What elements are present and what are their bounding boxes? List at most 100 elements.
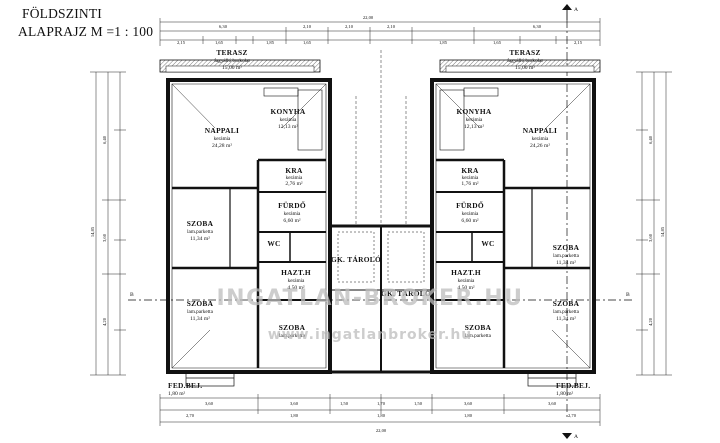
entrance-left bbox=[185, 371, 235, 387]
dim-top-r2-e: 1,85 bbox=[439, 40, 448, 46]
dim-bottom-r2-a: 2,70 bbox=[186, 413, 195, 419]
room-label-terasz-left: TERASZ fagyálló burkolat 15,00 m² bbox=[214, 48, 250, 71]
svg-text:kerámia: kerámia bbox=[284, 211, 301, 217]
svg-text:1,80 m²: 1,80 m² bbox=[168, 391, 186, 397]
dim-top-total: 22,00 bbox=[363, 15, 374, 21]
interior-walls-right bbox=[436, 87, 590, 368]
room-label-szoba3-left: SZOBA lam.parketta bbox=[279, 323, 306, 339]
svg-text:11,34 m²: 11,34 m² bbox=[556, 260, 576, 266]
watermark: INGATLAN-BROKER.HU www.ingatlanbroker.hu bbox=[216, 286, 523, 343]
svg-text:4,50 m²: 4,50 m² bbox=[457, 285, 475, 291]
dim-top-r1-d: 2,10 bbox=[387, 24, 396, 30]
svg-text:24,26 m²: 24,26 m² bbox=[530, 143, 550, 149]
svg-text:SZOBA: SZOBA bbox=[553, 243, 580, 252]
dim-top-r2-c: 1,85 bbox=[266, 40, 275, 46]
dim-left-b: 3,60 bbox=[102, 233, 108, 242]
room-label-furdo-right: FÜRDŐ kerámia 6,60 m² bbox=[456, 200, 483, 224]
svg-text:KONYHA: KONYHA bbox=[270, 107, 305, 116]
svg-text:kerámia: kerámia bbox=[532, 136, 549, 142]
room-label-nappali-right: NAPPALI kerámia 24,26 m² bbox=[523, 126, 557, 149]
svg-text:fagyálló burkolat: fagyálló burkolat bbox=[214, 57, 250, 64]
svg-text:SZOBA: SZOBA bbox=[187, 299, 214, 308]
section-mark-a-bottom-label: A bbox=[574, 434, 578, 440]
room-label-szoba3-right: SZOBA lam.parketta bbox=[465, 323, 492, 339]
svg-text:FED.BEJ.: FED.BEJ. bbox=[168, 381, 202, 390]
svg-text:12,13 m²: 12,13 m² bbox=[464, 124, 484, 130]
dim-top-r1-a: 6,30 bbox=[219, 24, 228, 30]
dim-top-r2-b: 1,65 bbox=[215, 40, 224, 46]
room-label-kra-left: KRA kerámia 2,76 m² bbox=[285, 166, 303, 187]
entrance-right bbox=[527, 371, 577, 387]
room-label-wc-left: WC bbox=[267, 239, 280, 248]
dim-bottom-r1-c: 1,50 bbox=[340, 401, 349, 407]
svg-text:lam.parketta: lam.parketta bbox=[553, 253, 579, 259]
svg-text:kerámia: kerámia bbox=[214, 136, 231, 142]
dim-top-r1-e: 6,30 bbox=[533, 24, 542, 30]
svg-text:HAZT.H: HAZT.H bbox=[451, 268, 481, 277]
svg-text:kerámia: kerámia bbox=[280, 117, 297, 123]
dim-top-r1-c: 2,10 bbox=[345, 24, 354, 30]
svg-text:kerámia: kerámia bbox=[462, 175, 479, 181]
svg-text:SZOBA: SZOBA bbox=[553, 299, 580, 308]
dim-bottom-r2-c: 1,80 bbox=[377, 413, 386, 419]
watermark-sub: www.ingatlanbroker.hu bbox=[268, 327, 473, 343]
room-label-nappali-left: NAPPALI kerámia 24,28 m² bbox=[205, 126, 239, 149]
dim-right-b: 3,60 bbox=[648, 233, 654, 242]
svg-text:SZOBA: SZOBA bbox=[187, 219, 214, 228]
room-label-gk-right: GK. TÁROLÓ bbox=[381, 288, 431, 298]
terrace-canopy-left bbox=[159, 59, 321, 73]
room-label-furdo-left: FÜRDŐ kerámia 6,60 m² bbox=[278, 200, 306, 224]
outer-walls bbox=[166, 78, 596, 374]
watermark-main: INGATLAN-BROKER.HU bbox=[216, 286, 523, 311]
svg-text:4,50 m²: 4,50 m² bbox=[287, 285, 305, 291]
svg-text:kerámia: kerámia bbox=[288, 278, 305, 284]
svg-text:SZOBA: SZOBA bbox=[465, 323, 492, 332]
side-dimension-lines bbox=[90, 71, 672, 376]
svg-text:15,00 m²: 15,00 m² bbox=[515, 65, 535, 71]
room-label-gk-left: GK. TÁROLÓ bbox=[331, 254, 381, 264]
svg-text:TERASZ: TERASZ bbox=[509, 48, 540, 57]
svg-text:11,34 m²: 11,34 m² bbox=[190, 236, 210, 242]
section-mark-b-right: B bbox=[626, 292, 630, 298]
room-label-konyha-left: KONYHA kerámia 12,13 m² bbox=[270, 107, 305, 130]
dim-bottom-r2-d: 1,80 bbox=[464, 413, 473, 419]
dim-top-r2-a: 2,15 bbox=[177, 40, 186, 46]
svg-text:lam.parketta: lam.parketta bbox=[187, 229, 213, 235]
svg-text:11,34 m²: 11,34 m² bbox=[190, 316, 210, 322]
section-mark-b-left: B bbox=[130, 292, 134, 298]
svg-text:kerámia: kerámia bbox=[462, 211, 479, 217]
svg-text:FÜRDŐ: FÜRDŐ bbox=[278, 200, 306, 210]
plan-title-line1: FÖLDSZINTI bbox=[22, 6, 102, 21]
room-label-fedbej-right: FED.BEJ. 1,80 m² bbox=[556, 381, 590, 397]
svg-text:TERASZ: TERASZ bbox=[216, 48, 247, 57]
svg-text:KRA: KRA bbox=[461, 166, 479, 175]
dim-bottom-r1-f: 3,60 bbox=[464, 401, 473, 407]
svg-text:2,76 m²: 2,76 m² bbox=[285, 181, 303, 187]
room-label-kra-right: KRA kerámia 1,76 m² bbox=[461, 166, 479, 187]
svg-text:6,60 m²: 6,60 m² bbox=[283, 218, 301, 224]
svg-text:SZOBA: SZOBA bbox=[279, 323, 306, 332]
dim-bottom-total: 22,00 bbox=[376, 428, 387, 434]
dim-right-c: 4,20 bbox=[648, 317, 654, 326]
svg-text:kerámia: kerámia bbox=[286, 175, 303, 181]
svg-text:lam.parketta: lam.parketta bbox=[553, 309, 579, 315]
svg-text:24,28 m²: 24,28 m² bbox=[212, 143, 232, 149]
dim-top-r1-b: 2,10 bbox=[303, 24, 312, 30]
bottom-dimension-lines bbox=[159, 394, 601, 426]
room-label-hazt-left: HAZT.H kerámia 4,50 m² bbox=[281, 268, 311, 291]
interior-walls-left bbox=[172, 87, 326, 368]
dim-top-r2-g: 2,15 bbox=[574, 40, 583, 46]
dim-bottom-r2-e: 2,70 bbox=[568, 413, 577, 419]
svg-text:12,13 m²: 12,13 m² bbox=[278, 124, 298, 130]
dim-bottom-r1-b: 3,60 bbox=[290, 401, 299, 407]
room-label-terasz-right: TERASZ fagyálló burkolat 15,00 m² bbox=[507, 48, 543, 71]
svg-text:lam.parketta: lam.parketta bbox=[187, 309, 213, 315]
svg-text:1,80 m²: 1,80 m² bbox=[556, 391, 574, 397]
svg-text:HAZT.H: HAZT.H bbox=[281, 268, 311, 277]
room-label-wc-right: WC bbox=[481, 239, 494, 248]
svg-text:NAPPALI: NAPPALI bbox=[523, 126, 557, 135]
svg-text:NAPPALI: NAPPALI bbox=[205, 126, 239, 135]
dim-bottom-r1-d: 1,70 bbox=[377, 401, 386, 407]
svg-text:15,00 m²: 15,00 m² bbox=[222, 65, 242, 71]
svg-text:lam.parketta: lam.parketta bbox=[465, 333, 491, 339]
